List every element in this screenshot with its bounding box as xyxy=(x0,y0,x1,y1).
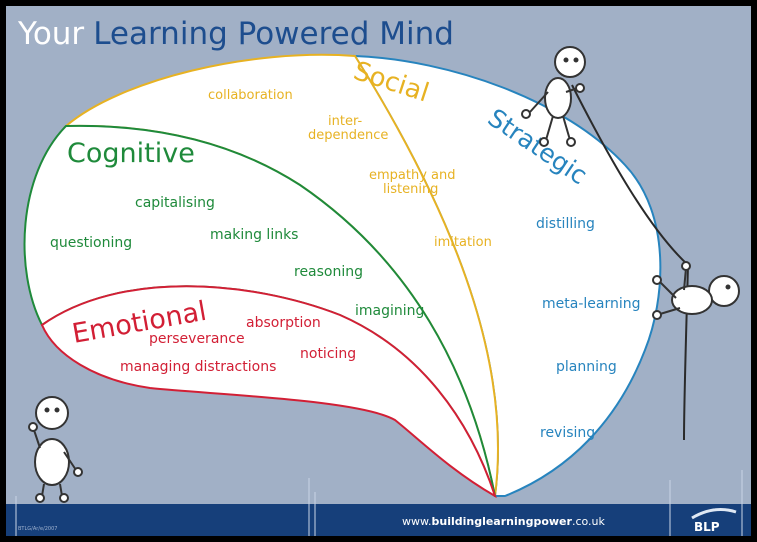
social-item: listening xyxy=(383,182,438,197)
cognitive-items: capitalising questioning making links re… xyxy=(50,195,424,319)
footer-band xyxy=(6,504,751,536)
strategic-item: revising xyxy=(540,425,595,441)
footer-url-bold: buildinglearningpower xyxy=(431,515,572,528)
emotional-items: perseverance absorption managing distrac… xyxy=(120,315,356,375)
emotional-item: managing distractions xyxy=(120,359,276,375)
cognitive-item: capitalising xyxy=(135,195,215,211)
blp-logo-text: BLP xyxy=(694,520,720,534)
social-item: imitation xyxy=(434,235,492,250)
footer-url[interactable]: www.buildinglearningpower.co.uk xyxy=(402,515,606,528)
strategic-items: distilling meta-learning planning revisi… xyxy=(536,216,641,441)
blp-logo-swoosh xyxy=(691,508,737,520)
footer-url-suffix: .co.uk xyxy=(572,515,606,528)
social-item: empathy and xyxy=(369,168,456,183)
stick-figure-climber-top-icon xyxy=(521,46,586,147)
title-part1: Your xyxy=(17,16,84,52)
social-item: collaboration xyxy=(208,88,293,103)
cognitive-item: imagining xyxy=(355,303,424,319)
blp-logo: BLP xyxy=(691,508,737,534)
social-items: collaboration inter- dependence empathy … xyxy=(208,88,492,250)
strategic-item: distilling xyxy=(536,216,595,232)
cognitive-item: reasoning xyxy=(294,264,363,280)
small-print: BTLG/Ar/e/2007 xyxy=(18,526,57,532)
title-part2: Learning Powered Mind xyxy=(93,16,454,52)
stick-figure-waving-icon xyxy=(28,396,83,503)
footer-rods xyxy=(15,470,743,536)
social-item: inter- xyxy=(328,114,362,129)
emotional-item: noticing xyxy=(300,346,356,362)
social-item: dependence xyxy=(308,128,388,143)
stick-figure-climber-rope-icon xyxy=(652,261,740,320)
region-emotional xyxy=(40,285,497,499)
footer-url-prefix: www. xyxy=(402,515,431,528)
emotional-item: perseverance xyxy=(149,331,245,347)
strategic-item: planning xyxy=(556,359,617,375)
cognitive-item: questioning xyxy=(50,235,132,251)
strategic-item: meta-learning xyxy=(542,296,641,312)
emotional-item: absorption xyxy=(246,315,321,331)
cognitive-item: making links xyxy=(210,227,298,243)
label-cognitive: Cognitive xyxy=(67,138,195,169)
